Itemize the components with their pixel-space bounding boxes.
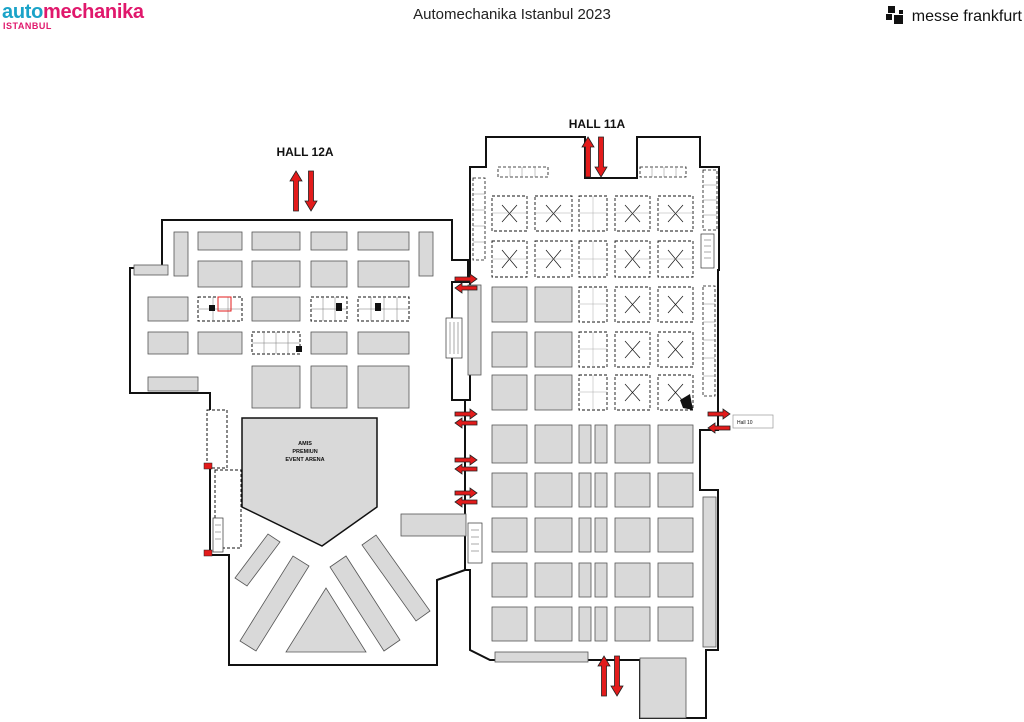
arrow-up-icon: [597, 655, 611, 697]
arrow-up-icon: [289, 170, 303, 212]
logo-wordmark: automechanika: [2, 1, 144, 23]
logo-subtitle: ISTANBUL: [3, 21, 52, 31]
svg-text:AMIS: AMIS: [298, 441, 312, 447]
hall-11a-label: HALL 11A: [569, 117, 626, 131]
hall-11a-entrance-arrows: [581, 136, 608, 178]
hall-11a-bottom-arrows: [597, 655, 624, 697]
arena-label: AMIS PREMIUN EVENT ARENA: [285, 441, 324, 463]
svg-text:EVENT ARENA: EVENT ARENA: [285, 457, 324, 463]
hall-10-label-box: [732, 414, 774, 429]
page-title: Automechanika Istanbul 2023: [413, 6, 611, 23]
hall-11a-outline: [464, 136, 720, 719]
logo-mark-icon: [885, 6, 908, 28]
svg-text:PREMIUN: PREMIUN: [292, 449, 317, 455]
hall-11a-booths: [467, 284, 717, 719]
hall-10-label: Hall 10: [737, 420, 753, 426]
hall-12a-label: HALL 12A: [276, 145, 333, 159]
arrow-down-icon: [610, 655, 624, 697]
hall-12a-entrance-arrows: [289, 170, 318, 212]
arrow-down-icon: [304, 170, 318, 212]
logo-text: messe frankfurt: [911, 8, 1022, 25]
hall-12a-side-arrows: [203, 462, 213, 557]
arena-fan-stands: [234, 533, 431, 653]
messe-frankfurt-logo: messe frankfurt: [885, 6, 1022, 28]
hall-12a-booths: [147, 231, 410, 409]
event-arena: [241, 417, 378, 547]
arrow-down-icon: [594, 136, 608, 178]
automechanika-logo: automechanika ISTANBUL: [2, 2, 144, 31]
